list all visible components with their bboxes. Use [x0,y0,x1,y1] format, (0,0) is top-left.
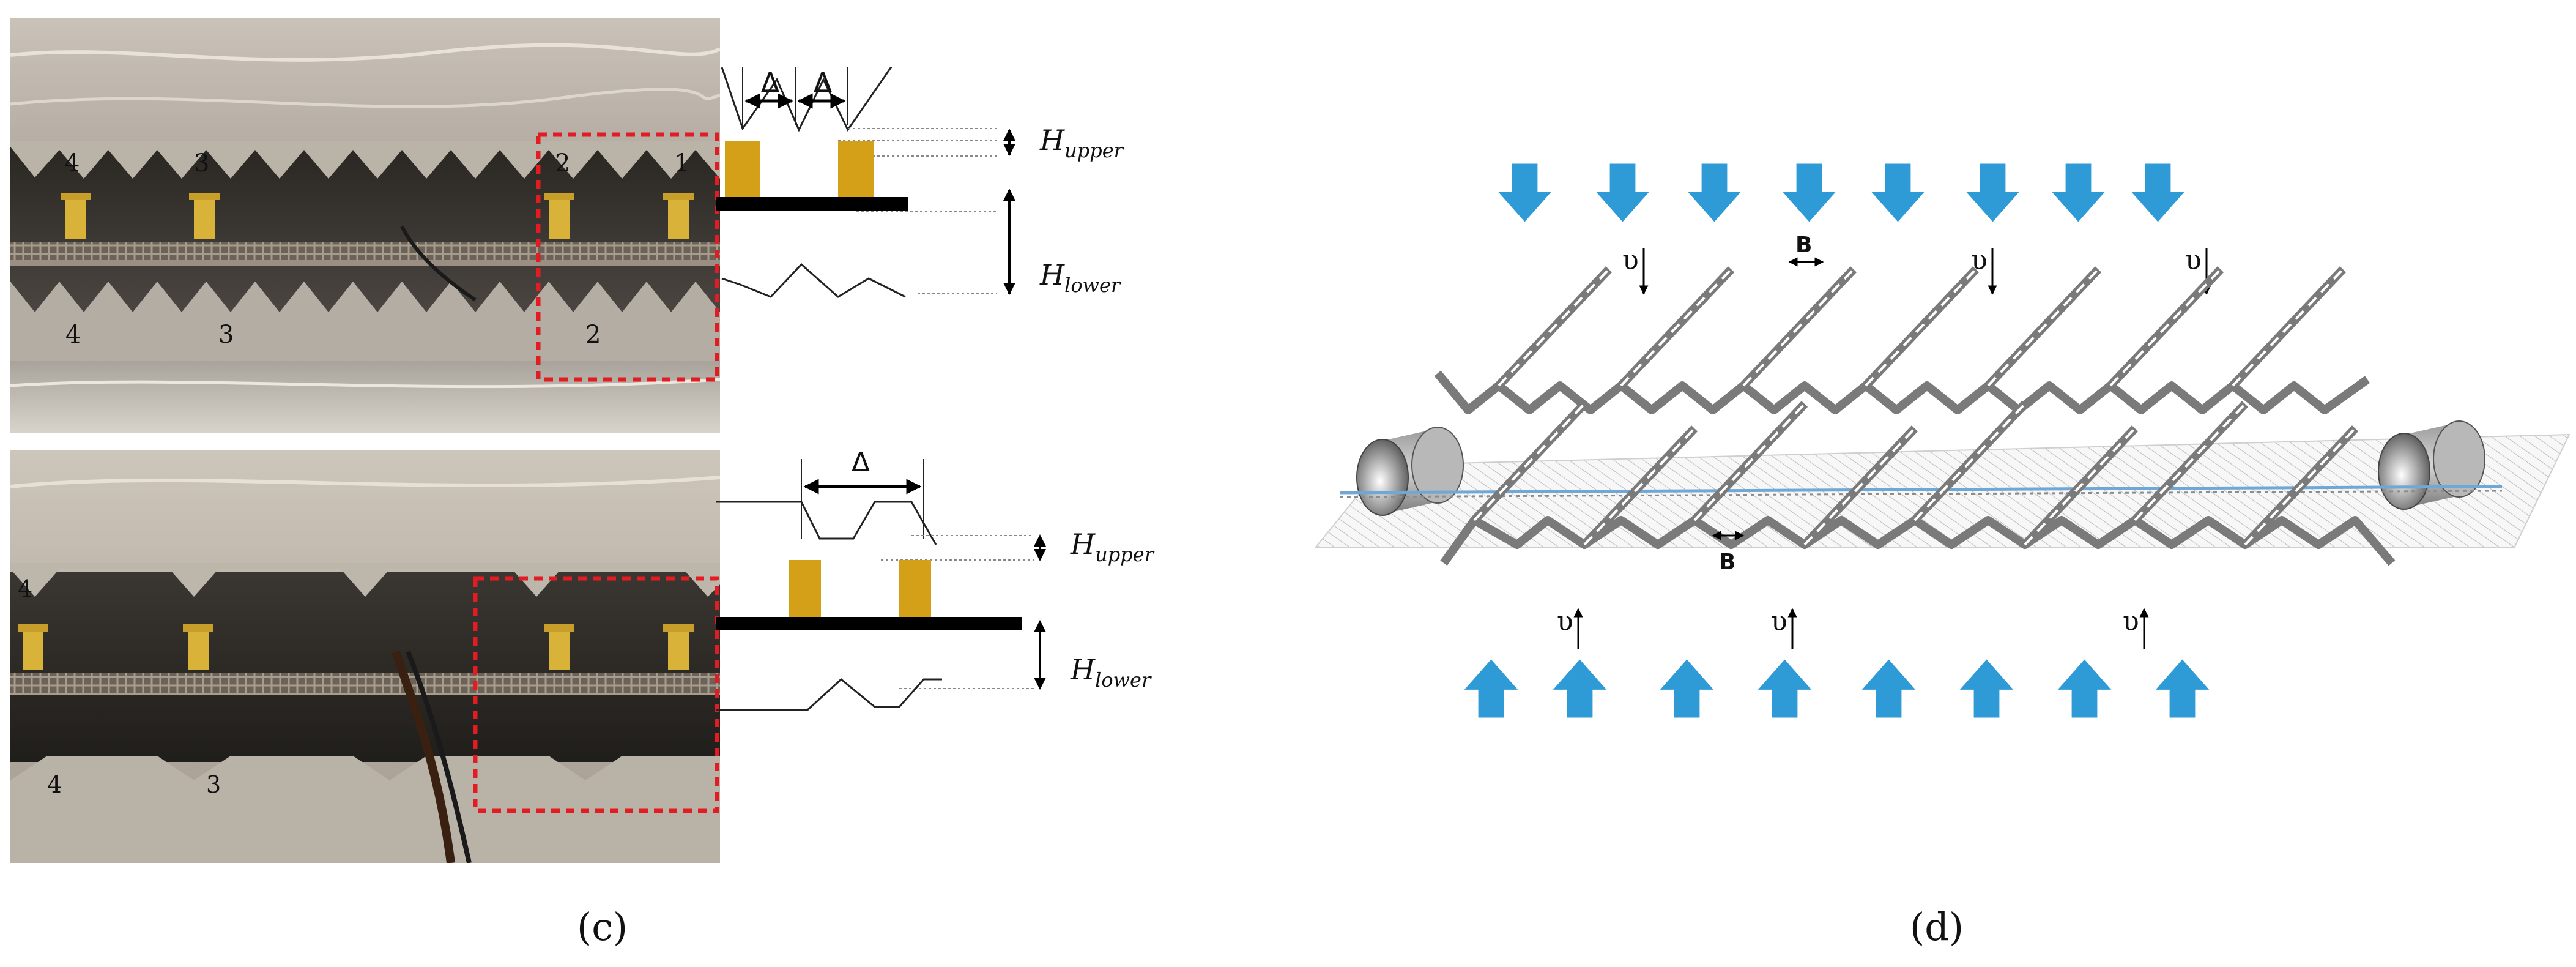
photo-top-number: 1 [674,149,689,177]
nozzle-block [899,560,931,618]
nozzle-1 [61,193,91,239]
nozzle-2 [183,624,213,670]
photo-bottom-number: 4 [47,771,62,798]
photo-top-number: 4 [64,149,80,177]
photo-bottom-number: 3 [206,771,221,798]
upper-nozzle-plates [1434,266,2370,414]
gap-label: B [1719,550,1735,575]
h-upper-label: Hupper [1070,528,1155,566]
velocity-label: υ [1557,606,1573,637]
h-upper-label: Hupper [1039,124,1124,162]
diagram-d: υ υ υ B [1315,147,2576,820]
photo-top-number: 3 [194,149,209,177]
schematic-c: Δ Δ Hupper Hlower Δ Hupper Hlo [716,67,1205,838]
roi-box-top [536,132,719,382]
belt-bar [716,617,1022,630]
nozzle-block [725,141,760,202]
nozzle-block [838,141,874,202]
caption-d: (d) [1910,905,1964,949]
photo-top-number: 2 [555,149,570,177]
nozzle-3 [544,624,574,670]
belt-line [1339,485,2503,495]
photo-top-number: 3 [218,321,234,349]
photo-top-number: 4 [65,321,81,349]
lower-plate-profile [716,678,942,711]
belt-bar [716,197,908,211]
nozzle-4 [663,624,694,670]
velocity-label: υ [1771,606,1787,637]
caption-c: (c) [577,905,628,949]
upper-plate-profile [721,67,893,132]
h-lower-label: Hlower [1070,653,1152,692]
delta-label: Δ [761,67,779,99]
nozzle-1 [18,624,48,670]
photo-bottom: 4 4 3 [10,450,720,863]
airflow-arrows-bottom [1464,659,2210,718]
velocity-label: υ [2185,245,2202,276]
airflow-arrows-top [1498,163,2185,222]
upper-plate-profile [716,501,937,545]
nozzle-3 [544,193,574,239]
roi-box-bottom [473,576,719,813]
nozzle-4 [663,193,694,239]
photo-bottom-number: 4 [18,575,32,602]
gap-label: B [1795,233,1812,258]
velocity-label: υ [2123,606,2139,637]
photo-top: 4 3 2 1 4 3 2 [10,18,720,433]
nozzle-2 [189,193,220,239]
lower-plate-profile [721,263,906,298]
delta-label: Δ [852,447,870,478]
velocity-label: υ [1622,245,1639,276]
photo-top-number: 2 [585,321,601,349]
nozzle-block [789,560,821,618]
delta-label: Δ [814,67,832,99]
h-lower-label: Hlower [1039,258,1121,297]
